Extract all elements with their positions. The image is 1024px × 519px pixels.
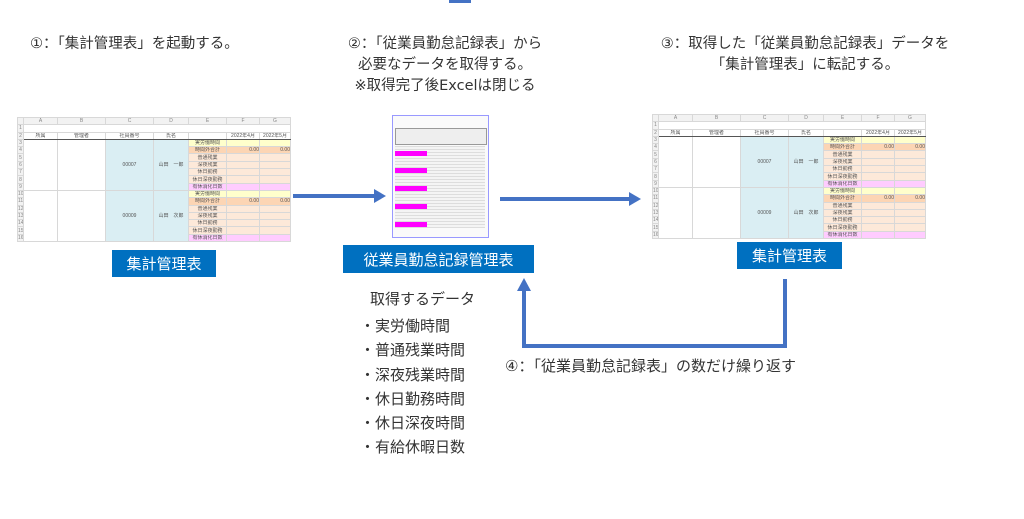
cell xyxy=(23,189,58,243)
employee-name-cell: 山田 次郎 xyxy=(153,189,189,243)
cell xyxy=(57,189,106,243)
highlight-row xyxy=(395,222,427,227)
step1-text: ①：「集計管理表」を起動する。 xyxy=(30,36,239,52)
data-list-item: ・普通残業時間 xyxy=(360,341,466,360)
arrow-1-head xyxy=(374,189,386,203)
data-list: 取得するデータ ・実労働時間・普通残業時間・深夜残業時間・休日勤務時間・休日深夜… xyxy=(360,287,475,459)
data-list-item: ・休日勤務時間 xyxy=(360,389,466,408)
employee-name-cell: 山田 次郎 xyxy=(788,186,824,240)
data-list-title: 取得するデータ xyxy=(370,290,476,308)
data-list-item: ・休日深夜時間 xyxy=(360,414,466,433)
step3-line: ③：取得した「従業員勤怠記録表」データを xyxy=(660,36,950,52)
cell xyxy=(23,138,58,191)
arrow-2-head xyxy=(629,192,641,206)
return-arrow xyxy=(522,279,787,348)
label-summary-sheet-left: 集計管理表 xyxy=(112,250,216,277)
attendance-record-thumbnail xyxy=(392,115,489,238)
step2-text: ②：「従業員勤怠記録表」から 必要なデータを取得する。 ※取得完了後Excelは… xyxy=(300,34,590,97)
highlight-row xyxy=(395,204,427,209)
step2-line: ②：「従業員勤怠記録表」から xyxy=(347,36,543,52)
highlight-row xyxy=(395,151,427,156)
employee-id-cell: 00009 xyxy=(740,186,789,240)
step2-line: ※取得完了後Excelは閉じる xyxy=(354,78,536,94)
label-summary-sheet-right: 集計管理表 xyxy=(737,242,842,269)
data-list-item: ・有給休暇日数 xyxy=(360,438,466,457)
cell xyxy=(692,135,741,188)
cell xyxy=(692,186,741,240)
top-accent-bar xyxy=(449,0,471,3)
employee-name-cell: 山田 一郎 xyxy=(153,138,189,191)
highlight-row xyxy=(395,186,427,191)
data-list-item: ・深夜残業時間 xyxy=(360,365,466,384)
highlight-row xyxy=(395,168,427,173)
data-list-item: ・実労働時間 xyxy=(360,317,451,336)
step2-line: 必要なデータを取得する。 xyxy=(358,57,532,73)
value-cell xyxy=(259,233,291,243)
row-number: 16 xyxy=(17,233,24,243)
value-cell xyxy=(894,230,926,240)
employee-id-cell: 00007 xyxy=(105,138,154,191)
step4-text: ④：「従業員勤怠記録表」の数だけ繰り返す xyxy=(505,357,796,375)
label-attendance-record: 従業員勤怠記録管理表 xyxy=(343,245,534,273)
row-number: 16 xyxy=(652,230,659,240)
employee-id-cell: 00007 xyxy=(740,135,789,188)
step3-line: 「集計管理表」に転記する。 xyxy=(710,57,900,73)
step3-text: ③：取得した「従業員勤怠記録表」データを 「集計管理表」に転記する。 xyxy=(620,34,990,76)
return-arrow-head xyxy=(517,278,531,291)
